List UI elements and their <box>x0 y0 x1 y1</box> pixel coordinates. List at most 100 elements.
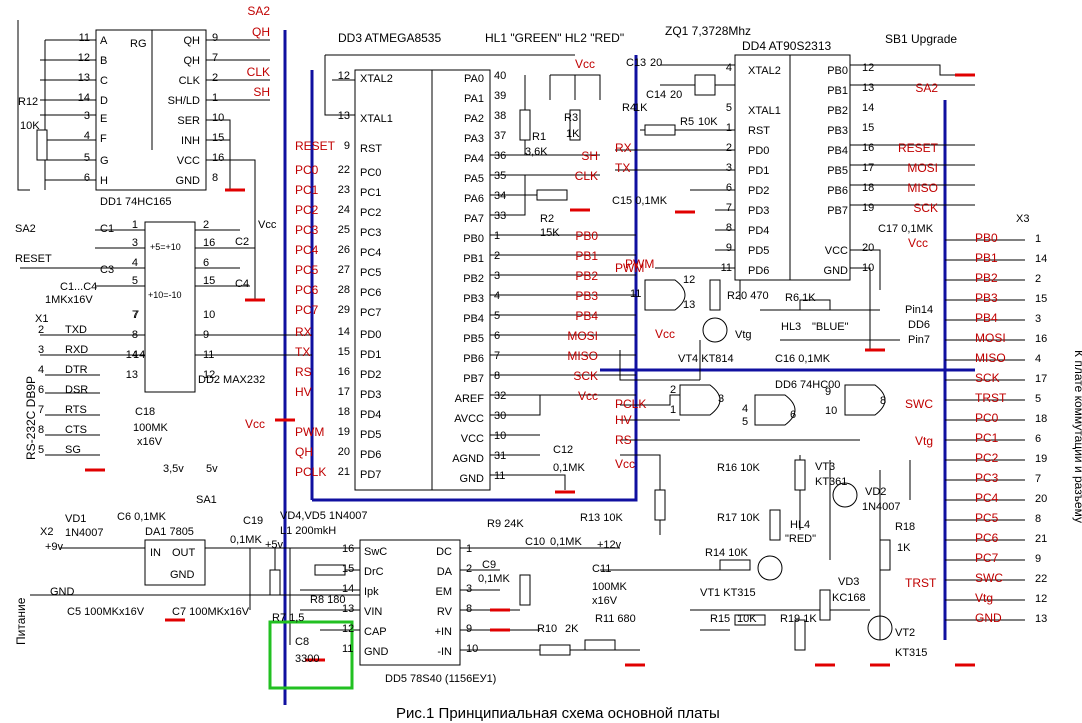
dd1-pin-num: 16 <box>212 152 224 164</box>
dd4-pin-num: 19 <box>862 202 874 214</box>
dd3-pin-num: 31 <box>494 450 506 462</box>
r2v-label: 15K <box>540 227 560 239</box>
x3-row-num: 5 <box>1035 393 1041 405</box>
dd2-label: +5=+10 <box>150 242 181 252</box>
dd1-pin-num: 4 <box>84 130 90 142</box>
dd2-pin-num: 4 <box>132 257 138 269</box>
x3-row-num: 16 <box>1035 333 1047 345</box>
dd6-pin-num: 4 <box>742 403 748 415</box>
x3-row-net: PC6 <box>975 531 999 545</box>
rs-net-label: RS <box>615 433 632 447</box>
x1-row-net: SG <box>65 444 81 456</box>
dd1-pin-num: 11 <box>79 32 90 44</box>
c17-label: C17 0,1MK <box>878 223 934 235</box>
dd1-net-label: SH <box>253 85 270 99</box>
dd3-pin-num: 27 <box>338 264 350 276</box>
r15-label: R15 <box>710 613 730 625</box>
dd3-pin-num: 29 <box>338 304 350 316</box>
dd2-pin-num: 9 <box>203 329 209 341</box>
dd5-pin-num: 11 <box>342 643 353 655</box>
r7-label: R7 1,5 <box>272 612 304 624</box>
x2-plus-label: +9v <box>45 541 64 553</box>
dd3-net-label: PC1 <box>295 183 319 197</box>
dd3-pin-num: 23 <box>338 184 350 196</box>
dd4-pin-name: RST <box>748 125 770 137</box>
dd2-pin-num: 8 <box>132 329 138 341</box>
dd4-pin-num: 10 <box>862 262 874 274</box>
dd6-pin-num: 1 <box>670 404 676 416</box>
x2-vertical-label: Питание <box>14 597 28 645</box>
dd2-pin-num: 7 <box>132 309 138 321</box>
c8v-label: 3300 <box>295 653 319 665</box>
dd1-pin-num: 7 <box>212 52 218 64</box>
dd5-pin-name: VIN <box>364 606 382 618</box>
ground-symbols <box>85 73 975 667</box>
pin7-label: Pin7 <box>908 334 930 346</box>
dd3-pin-name: PB3 <box>463 293 484 305</box>
x1-row-net: RXD <box>65 344 88 356</box>
da1gnd-label: GND <box>170 569 195 581</box>
x3-row-num: 14 <box>1035 253 1047 265</box>
c1c4-label: C1...C4 <box>60 281 97 293</box>
dd3-pin-num: 14 <box>338 326 350 338</box>
x1-name: X1 <box>35 313 48 325</box>
dd3-net-label: TX <box>295 345 310 359</box>
dd4-pin-name: PD2 <box>748 185 769 197</box>
c11v-label: 100MK <box>592 581 628 593</box>
dd5-pin-name: +IN <box>435 626 452 638</box>
dd1-pin-name: G <box>100 155 109 167</box>
dd3-pin-num: 32 <box>494 390 506 402</box>
r17-label: R17 10K <box>717 512 760 524</box>
dd5-pin-num: 3 <box>466 583 472 595</box>
c8-highlight-box <box>268 620 354 690</box>
r3-label: R3 <box>564 112 578 124</box>
dd3-pin-name: PC5 <box>360 267 381 279</box>
dd1-body <box>95 29 207 191</box>
c18v2-label: x16V <box>137 436 163 448</box>
x3-row-net: MOSI <box>975 331 1006 345</box>
x1-row-num: 2 <box>38 324 44 336</box>
dd3-net-label: MISO <box>567 349 598 363</box>
x3-vertical-label: К плате коммутации и разъему <box>1072 350 1082 523</box>
dd2-pin-num: 2 <box>203 219 209 231</box>
dd5-title: DD5 78S40 (1156ЕУ1) <box>385 673 496 685</box>
r2-label: R2 <box>540 213 554 225</box>
x1-row-num: 4 <box>38 364 44 376</box>
x3-name: X3 <box>1016 213 1029 225</box>
dd6-pin-num: 3 <box>718 393 724 405</box>
dd5-pin-name: SwC <box>364 546 387 558</box>
c13-label: C13 <box>626 57 646 69</box>
dd4-pin-num: 15 <box>862 122 874 134</box>
x3-row-net: PC0 <box>975 411 999 425</box>
hl3-label: HL3 <box>781 321 801 333</box>
r10v-label: 2K <box>565 623 579 635</box>
dd3-pin-num: 25 <box>338 224 350 236</box>
dd3-net-label: PB0 <box>575 229 598 243</box>
dd1-pin-num: 12 <box>78 52 90 64</box>
dd3-pin-name: PA2 <box>464 113 484 125</box>
zq1-label: ZQ1 7,3728Mhz <box>665 24 751 38</box>
c9-label: C9 <box>482 559 496 571</box>
dd3-pin-num: 21 <box>338 466 350 478</box>
r5v-label: 10K <box>698 116 718 128</box>
c11-label: C11 <box>592 563 611 575</box>
r18v-label: 1K <box>897 542 911 554</box>
dd3-pin-num: 16 <box>338 366 350 378</box>
hv-net-label: HV <box>615 413 632 427</box>
dd6-pin-num: 6 <box>790 409 796 421</box>
dd5-pin-num: 8 <box>466 603 472 615</box>
dd1-pin-name: GND <box>176 175 201 187</box>
dd3-pin-name: PB6 <box>463 353 484 365</box>
vtg-label: Vtg <box>735 329 752 341</box>
dd3-net-label: PC7 <box>295 303 319 317</box>
vt1-label: VT1 KT315 <box>700 587 756 599</box>
dd3-pin-num: 11 <box>494 470 505 482</box>
swc-net-label: SWC <box>905 397 933 411</box>
dd5-pin-num: 10 <box>466 643 478 655</box>
dd3-pin-name: AVCC <box>454 413 484 425</box>
dd2-pin-num: 11 <box>203 349 214 361</box>
passive-components <box>36 74 893 656</box>
dd1-pin-name: B <box>100 55 107 67</box>
dd3-pin-name: XTAL2 <box>360 73 393 85</box>
